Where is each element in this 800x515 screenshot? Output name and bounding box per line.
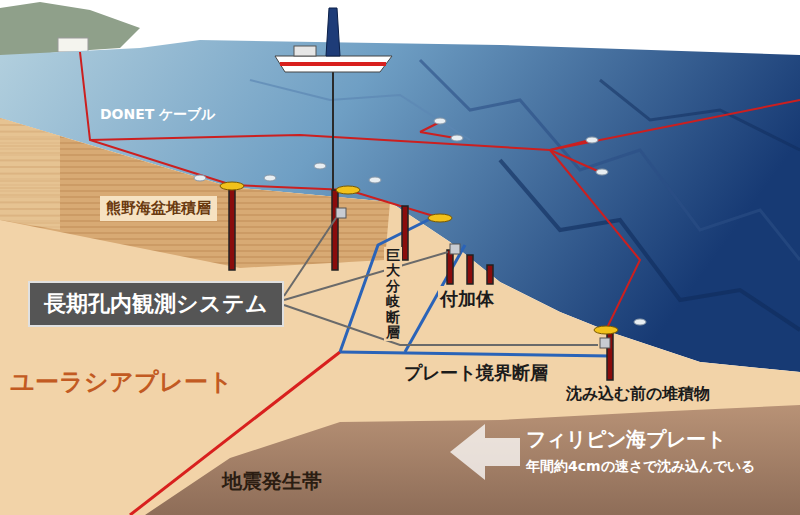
sensor [336, 208, 346, 218]
borehole [467, 255, 473, 284]
ridge [250, 80, 470, 140]
region-label: 付加体 [438, 286, 496, 312]
station-building [58, 38, 88, 52]
node-disc [369, 177, 381, 183]
boreholes [229, 186, 613, 380]
borehole [447, 250, 453, 284]
observatory [336, 186, 360, 194]
borehole [487, 265, 493, 284]
fault-label: プレート境界断層 [402, 360, 550, 386]
layer-label-box: 熊野海盆堆積層 [100, 196, 217, 221]
ridge [600, 80, 800, 150]
borehole [402, 206, 408, 260]
observatory [220, 182, 244, 190]
node-disc [314, 163, 326, 169]
fault-label: 巨大分岐断層 [384, 247, 402, 341]
ship-cabin [294, 46, 316, 56]
node-disc [194, 175, 206, 181]
plate-label: ユーラシアプレート [10, 366, 233, 398]
cable [80, 52, 232, 185]
box-text: 熊野海盆堆積層 [106, 199, 211, 218]
node-disc [586, 137, 598, 143]
region-label: 沈み込む前の堆積物 [566, 384, 710, 405]
plate-label: フィリピン海プレート [526, 426, 726, 453]
node-disc [634, 319, 646, 325]
cable [90, 100, 800, 150]
cable [550, 150, 640, 330]
borehole [229, 186, 235, 270]
sediment-layers [0, 118, 60, 230]
seafloor [0, 40, 800, 372]
leader-lines [284, 218, 598, 345]
drill-pipe [332, 70, 334, 190]
eurasian-plate [0, 118, 800, 515]
node-disc [434, 118, 446, 124]
vertical-text: 巨大分岐断層 [386, 248, 400, 340]
cable-label: DONET ケーブル [100, 106, 215, 124]
ship-hull [275, 56, 392, 72]
leader-line [284, 218, 336, 296]
node-disc [264, 175, 276, 181]
note-label: 年間約4cmの速さで沈み込んでいる [526, 458, 755, 476]
sensors [336, 208, 610, 348]
hull-stripe [280, 62, 386, 66]
philippine-sea-plate [145, 405, 800, 515]
observatory [594, 326, 618, 334]
observatory [428, 214, 452, 222]
sensor [600, 338, 610, 348]
derrick [326, 8, 340, 56]
leader-line [284, 252, 448, 300]
splay-fault [340, 218, 432, 352]
node-disc [451, 135, 463, 141]
system-box: 長期孔内観測システム [28, 281, 284, 327]
sensor [450, 244, 460, 254]
plate-boundary-fault [340, 352, 610, 356]
box-text: 長期孔内観測システム [44, 289, 268, 319]
cable [420, 122, 600, 172]
node-disc [596, 169, 608, 175]
zone-label: 地震発生帯 [222, 468, 322, 495]
ridge [420, 60, 800, 260]
borehole [332, 190, 338, 270]
subduction-arrow [450, 424, 520, 480]
